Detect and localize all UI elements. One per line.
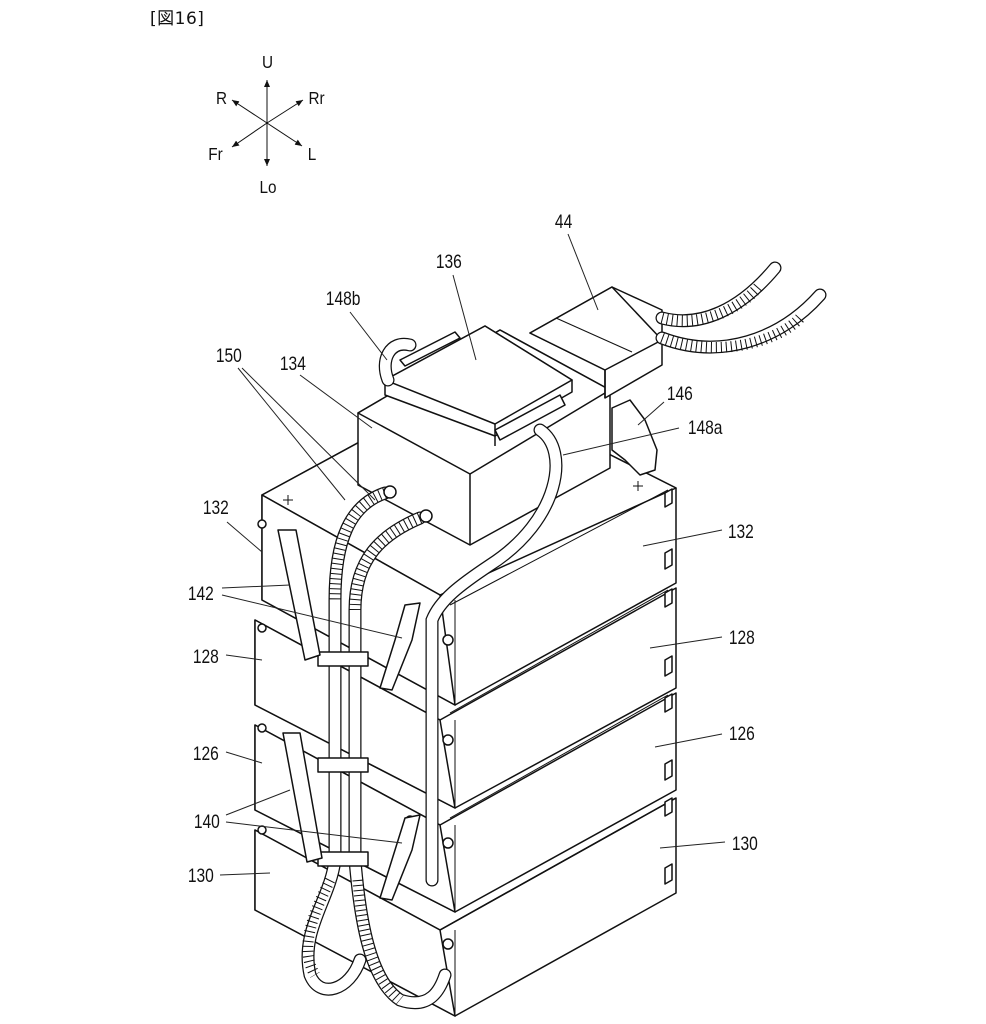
connector-44 (529, 286, 663, 399)
harness-150 (301, 485, 452, 1010)
cable-148a (425, 423, 563, 887)
plus-mark-icon (633, 481, 643, 491)
figure-title: [図16] (150, 9, 205, 29)
junction-box-lid-136 (384, 325, 573, 446)
label-132-right: 132 (728, 521, 754, 543)
reference-labels: 44 136 148b 150 134 146 148a 132 132 142… (188, 211, 758, 887)
label-132-left: 132 (203, 497, 229, 519)
arrow-front (231, 122, 268, 148)
dir-front-label: Fr (208, 144, 223, 164)
label-130-right: 130 (732, 833, 758, 855)
label-128-left: 128 (193, 646, 219, 668)
label-146: 146 (667, 383, 693, 405)
label-136: 136 (436, 251, 462, 273)
arrow-right (231, 99, 268, 124)
cable-148b (378, 337, 417, 387)
direction-indicator: U R Rr Fr L Lo (208, 52, 325, 197)
label-128-right: 128 (729, 627, 755, 649)
arrow-left (266, 122, 303, 147)
bus-bar-140 (282, 732, 421, 901)
bus-bar-142 (277, 529, 421, 691)
label-148a: 148a (688, 417, 723, 439)
dir-down-label: Lo (260, 177, 277, 197)
plus-mark-icon (283, 495, 293, 505)
label-140: 140 (194, 811, 220, 833)
label-150: 150 (216, 345, 242, 367)
label-126-left: 126 (193, 743, 219, 765)
dir-up-label: U (262, 52, 273, 72)
leader-lines (219, 233, 726, 876)
dir-right-label: R (216, 88, 227, 108)
bracket-146 (611, 399, 658, 476)
label-130-left: 130 (188, 865, 214, 887)
label-134: 134 (280, 353, 306, 375)
arrow-rear (266, 99, 304, 124)
label-148b: 148b (326, 288, 361, 310)
dir-rear-label: Rr (308, 88, 325, 108)
dir-left-label: L (308, 144, 317, 164)
external-cables (655, 261, 827, 354)
label-142: 142 (188, 583, 214, 605)
label-44: 44 (555, 211, 573, 233)
label-126-right: 126 (729, 723, 755, 745)
